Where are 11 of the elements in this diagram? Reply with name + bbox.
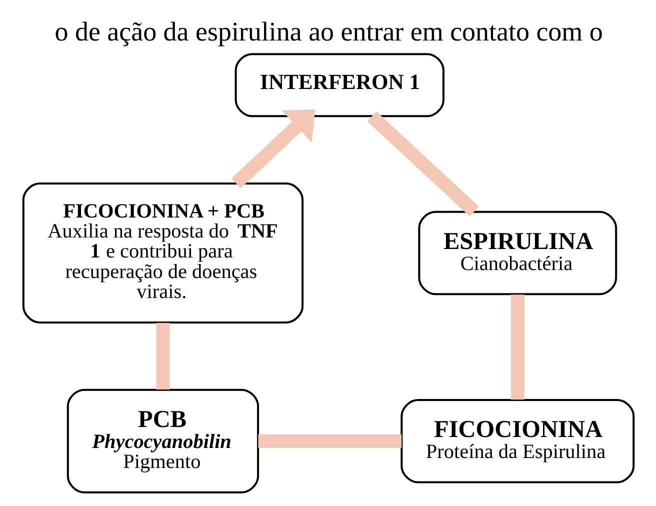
connector — [510, 294, 524, 400]
node-box: FICOCIONINA Proteína da Espirulina — [400, 398, 634, 484]
arrow — [231, 109, 315, 188]
diagram-title: o de ação da espirulina ao entrar em contato com o — [54, 16, 602, 47]
connector — [258, 434, 402, 448]
connector — [366, 111, 478, 216]
node-box: PCB Phycocyanobilin Pigmento — [66, 388, 259, 494]
node-box: FICOCIONINA + PCB Auxilia na resposta do TNF 1 e contribui para recuperação de doenças virais. — [22, 182, 304, 324]
connector — [156, 322, 170, 390]
node-box: INTERFERON 1 — [234, 53, 444, 118]
node-box: ESPIRULINA Cianobactéria — [418, 210, 617, 296]
